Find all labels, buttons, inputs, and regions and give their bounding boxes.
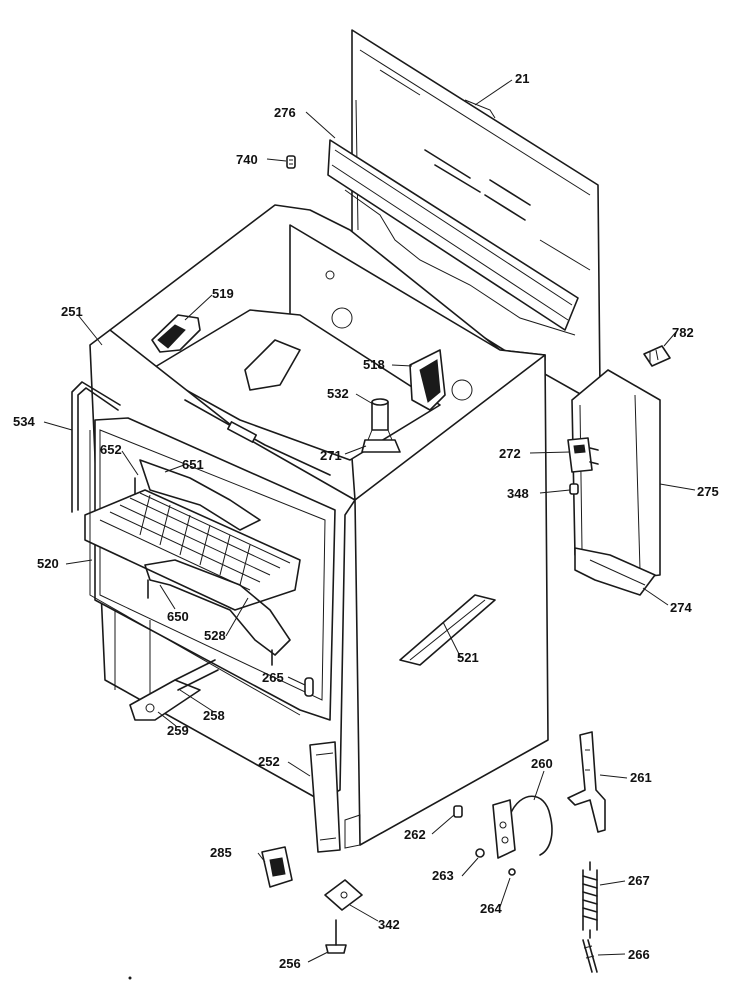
label-266: 266 — [628, 947, 650, 962]
label-258: 258 — [203, 708, 225, 723]
label-274: 274 — [670, 600, 692, 615]
label-256: 256 — [279, 956, 301, 971]
label-271: 271 — [320, 448, 342, 463]
part-532-thermostat — [361, 398, 401, 453]
leader-lines — [43, 79, 696, 963]
label-342: 342 — [378, 917, 400, 932]
label-782: 782 — [672, 325, 694, 340]
label-740: 740 — [236, 152, 258, 167]
label-651: 651 — [182, 457, 204, 472]
part-260-hinge — [492, 795, 553, 859]
label-520: 520 — [37, 556, 59, 571]
label-650: 650 — [167, 609, 189, 624]
part-285-bracket — [261, 846, 293, 888]
label-264: 264 — [480, 901, 502, 916]
part-272-switch — [567, 437, 599, 473]
part-276-bracket — [327, 139, 579, 336]
part-534-gasket — [71, 381, 121, 513]
part-651-broil-element — [134, 459, 261, 531]
part-258-259-bracket — [129, 659, 219, 721]
part-782-connector — [643, 345, 671, 367]
part-267-spring — [582, 861, 598, 939]
part-740-clip — [286, 155, 296, 169]
label-532: 532 — [327, 386, 349, 401]
part-265-fastener — [304, 677, 314, 697]
part-256-leg — [325, 919, 347, 954]
part-274-tray — [574, 547, 656, 596]
label-252: 252 — [258, 754, 280, 769]
label-534: 534 — [13, 414, 35, 429]
part-264-pin — [508, 868, 516, 876]
label-528: 528 — [204, 628, 226, 643]
part-348-screw — [569, 483, 579, 495]
label-275: 275 — [697, 484, 719, 499]
part-519-insulation — [151, 314, 201, 353]
label-267: 267 — [628, 873, 650, 888]
part-263-pin — [475, 848, 485, 858]
label-262: 262 — [404, 827, 426, 842]
label-276: 276 — [274, 105, 296, 120]
label-21: 21 — [515, 71, 529, 86]
label-519: 519 — [212, 286, 234, 301]
label-518: 518 — [363, 357, 385, 372]
label-251: 251 — [61, 304, 83, 319]
part-528-oven-rack — [84, 489, 301, 611]
label-261: 261 — [630, 770, 652, 785]
part-520-frame-left — [89, 430, 301, 716]
part-266-rod — [582, 939, 598, 973]
part-275-side-panel — [571, 369, 661, 581]
part-650-bake-element — [144, 559, 291, 666]
part-labels: 21 276 740 519 251 782 518 532 534 652 6… — [13, 71, 719, 971]
label-348: 348 — [507, 486, 529, 501]
label-263: 263 — [432, 868, 454, 883]
part-518-insulation — [409, 349, 446, 411]
part-342-plate — [324, 879, 363, 911]
part-262-clip — [453, 805, 463, 818]
label-521: 521 — [457, 650, 479, 665]
label-260: 260 — [531, 756, 553, 771]
label-265: 265 — [262, 670, 284, 685]
part-261-hinge — [567, 731, 606, 833]
label-272: 272 — [499, 446, 521, 461]
label-285: 285 — [210, 845, 232, 860]
label-652: 652 — [100, 442, 122, 457]
part-252-toe-panel — [309, 741, 361, 853]
label-259: 259 — [167, 723, 189, 738]
